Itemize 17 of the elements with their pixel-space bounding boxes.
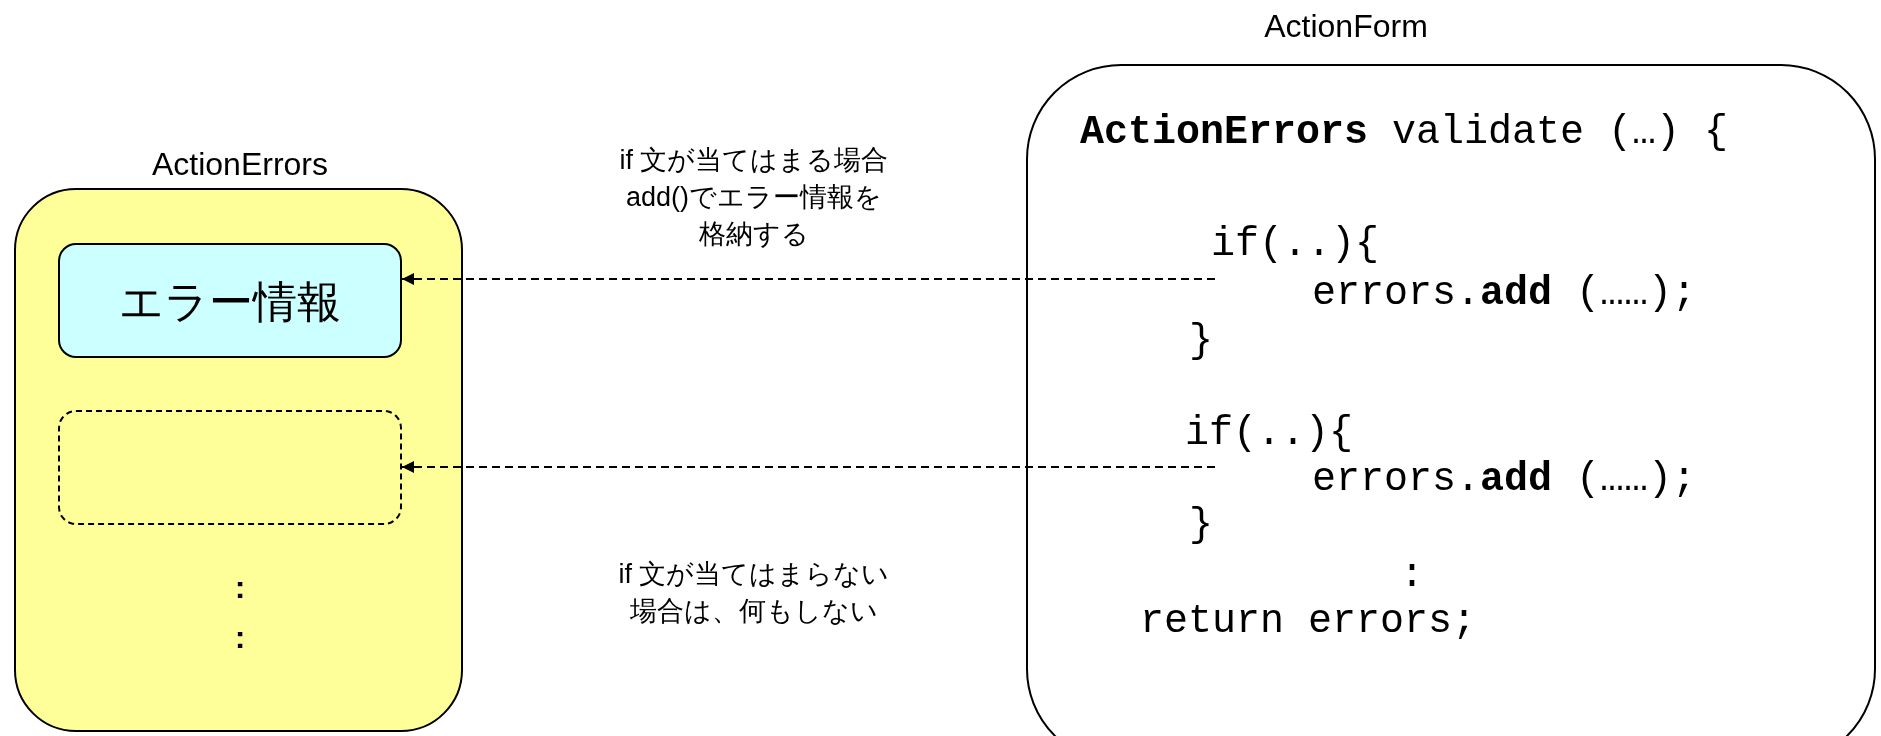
box-heading: ActionErrors	[152, 146, 328, 183]
code-line: }	[1189, 318, 1213, 366]
code-line: :	[1400, 552, 1424, 600]
item-box	[58, 243, 402, 358]
code-line: errors.add (……);	[1312, 270, 1697, 318]
arrow	[401, 461, 1216, 473]
box-heading: ActionForm	[1264, 8, 1428, 45]
code-line: ActionErrors validate (…) {	[1080, 109, 1729, 157]
code-line: if(..){	[1185, 410, 1354, 458]
dashed-box	[58, 410, 402, 525]
arrow	[401, 273, 1216, 285]
item-label: エラー情報	[118, 276, 342, 328]
code-line: }	[1189, 502, 1213, 550]
code-line: return errors;	[1140, 598, 1477, 646]
code-line: errors.add (……);	[1312, 456, 1697, 504]
code-line: if(..){	[1211, 221, 1380, 269]
ellipsis-mark: : :	[233, 568, 247, 657]
